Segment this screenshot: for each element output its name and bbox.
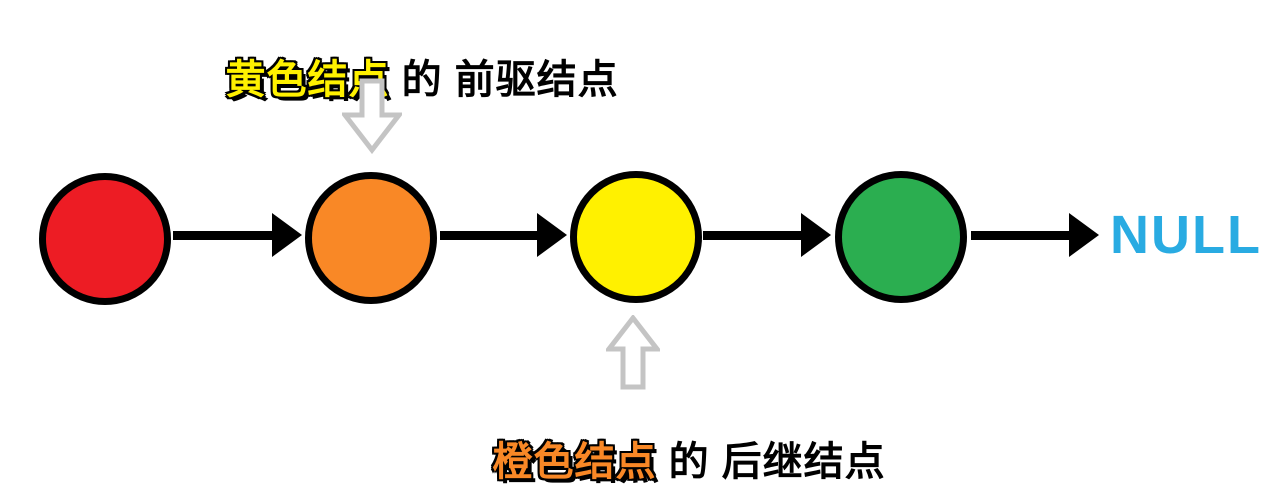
- next-pointer-arrow-1: [173, 213, 302, 257]
- arrow-head: [1069, 213, 1099, 257]
- node-red: [39, 173, 171, 305]
- successor-annotation: 橙色结点 的 后继结点: [444, 396, 886, 486]
- arrow-head: [801, 213, 831, 257]
- null-terminator-label: NULL: [1110, 205, 1262, 265]
- arrow-head: [537, 213, 567, 257]
- up-arrow-shape: [606, 315, 660, 390]
- successor-annotation-text: 的 后继结点: [656, 440, 886, 484]
- arrow-head: [272, 213, 302, 257]
- node-yellow: [570, 171, 702, 303]
- next-pointer-arrow-4: [971, 213, 1099, 257]
- node-orange: [305, 172, 437, 304]
- arrow-shaft: [971, 231, 1073, 240]
- arrow-shaft: [703, 231, 805, 240]
- successor-up-arrow-icon: [606, 315, 660, 390]
- node-green: [835, 171, 967, 303]
- arrow-shaft: [173, 231, 276, 240]
- arrow-shaft: [440, 231, 541, 240]
- next-pointer-arrow-2: [440, 213, 567, 257]
- predecessor-down-arrow-icon: [342, 78, 402, 154]
- down-arrow-shape: [342, 78, 402, 154]
- next-pointer-arrow-3: [703, 213, 831, 257]
- predecessor-annotation-text: 的 前驱结点: [389, 58, 619, 102]
- orange-node-highlight-text: 橙色结点: [492, 440, 657, 484]
